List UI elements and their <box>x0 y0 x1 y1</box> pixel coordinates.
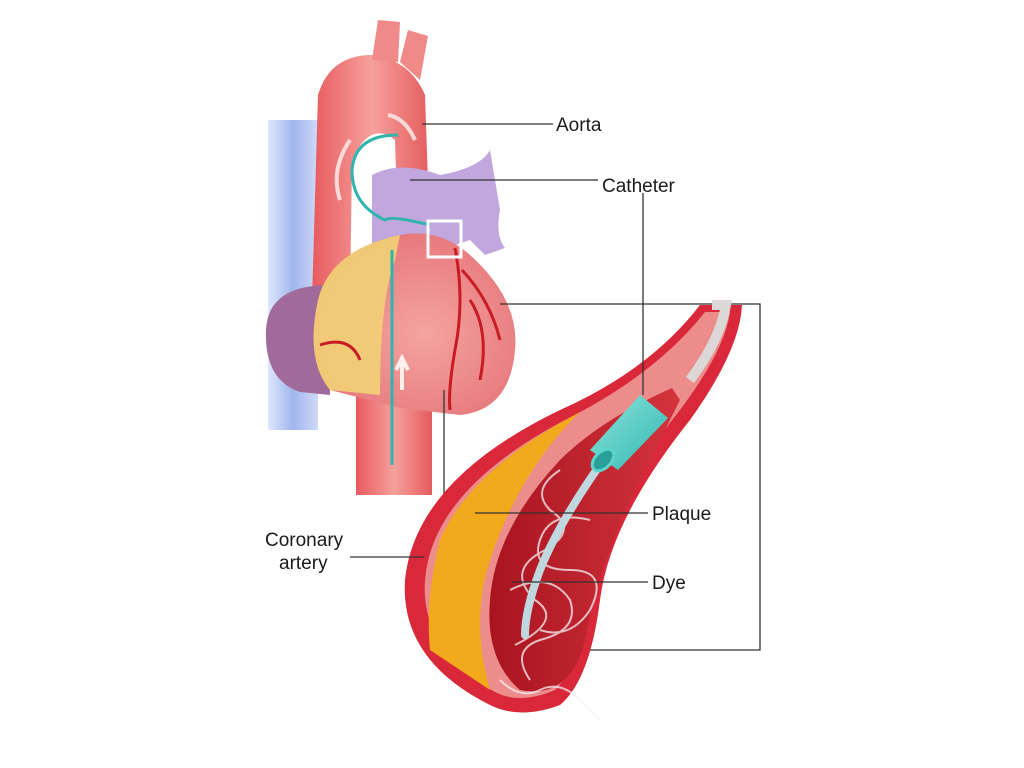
heart-fat <box>313 235 400 395</box>
plaque <box>428 412 580 690</box>
lumen <box>489 388 680 692</box>
callout-frame <box>443 303 761 651</box>
zoom-callout-box <box>426 219 463 259</box>
flow-arrow <box>394 353 410 390</box>
pulmonary-artery <box>372 150 505 255</box>
label-coronary: Coronary <box>265 530 344 551</box>
catheter-path <box>350 133 431 465</box>
label-artery: artery <box>279 553 328 574</box>
aorta-branches <box>372 20 428 80</box>
label-catheter: Catheter <box>602 176 675 197</box>
label-dye: Dye <box>652 573 686 594</box>
heart <box>265 20 516 495</box>
catheter-tip <box>590 447 616 473</box>
left-atrium <box>265 285 330 395</box>
inner-catheter <box>521 451 611 639</box>
coronary-vessels <box>319 247 502 411</box>
label-plaque: Plaque <box>652 504 712 525</box>
flow-arrow-arch <box>334 113 417 201</box>
coronary-artery-cutaway <box>404 300 742 721</box>
label-aorta: Aorta <box>556 115 602 136</box>
artery-vessel-far <box>685 300 732 383</box>
leader-lines <box>350 123 648 583</box>
